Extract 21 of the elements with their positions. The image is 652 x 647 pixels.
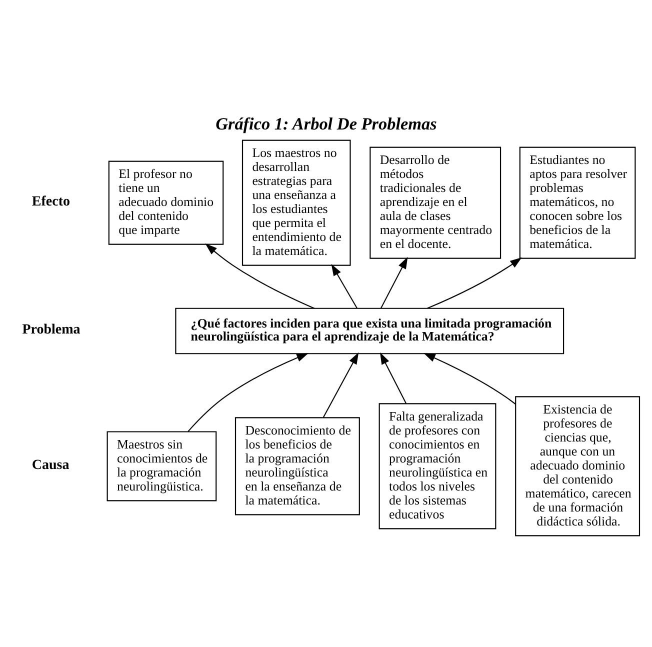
arrow bbox=[423, 352, 516, 404]
arrow bbox=[205, 243, 315, 308]
arrow bbox=[380, 256, 408, 308]
diagram-title: Gráfico 1: Arbol De Problemas bbox=[216, 114, 437, 133]
node-box: Maestros sin conocimientos de la programación neurolingüistica. bbox=[106, 430, 217, 501]
node-box: Desconocimiento de los beneficios de la programación neurolingüística en la enseñanza de la matemática. bbox=[234, 416, 360, 515]
node-box: Existencia de profesores de ciencias que, aunque con un adecuado dominio del contenido matemático, carecen de una formación didáctica sólida. bbox=[515, 396, 640, 536]
label: Problema bbox=[22, 322, 80, 338]
node-box: Falta generalizada de profesores con conocimientos en programación neurolingüística en todos los niveles de los sistemas educativos bbox=[378, 402, 496, 529]
arrow bbox=[322, 352, 359, 418]
node-box: Desarrollo de métodos tradicionales de aprendizaje en el aula de clases mayormente centrado en el docente. bbox=[370, 146, 502, 258]
label: Efecto bbox=[32, 194, 70, 209]
label: Causa bbox=[32, 457, 70, 472]
node-box: Los maestros no desarrollan estrategias para una enseñanza a los estudiantes que permita el entendimiento de la matemática. bbox=[242, 139, 351, 266]
arrow bbox=[380, 352, 407, 404]
node-box: El profesor no tiene un adecuado dominio del contenido que imparte bbox=[108, 160, 224, 244]
arrow bbox=[331, 263, 358, 308]
node-box: ¿Qué factores inciden para que exista una limitada programación neurolingüística para el aprendizaje de la Matemática? bbox=[175, 307, 564, 354]
arrow bbox=[427, 256, 522, 308]
arrow bbox=[188, 352, 308, 432]
node-box: Estudiantes no aptos para resolver problemas matemáticos, no conocen sobre los beneficios de la matemática. bbox=[519, 146, 636, 258]
